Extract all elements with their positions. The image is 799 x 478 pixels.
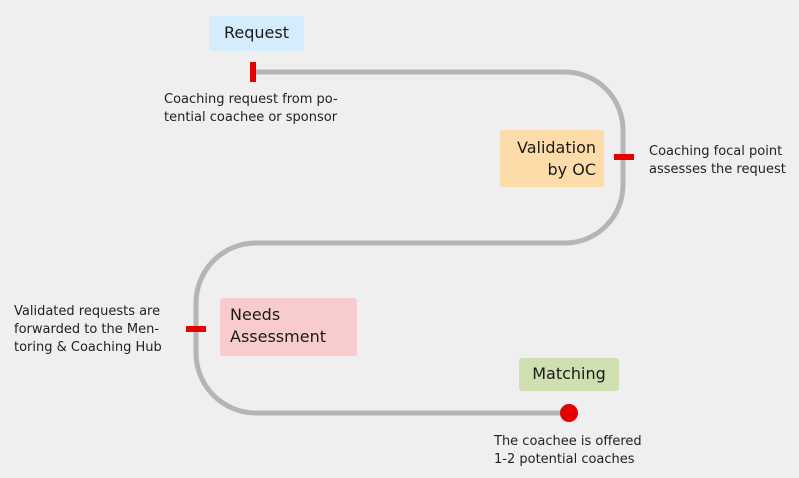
note-needs-line-2: forwarded to the Men- — [14, 322, 160, 337]
stage-needs-assessment: Needs Assessment — [220, 298, 357, 356]
stage-request: Request — [209, 16, 304, 51]
note-needs-assessment: Validated requests are forwarded to the … — [14, 303, 174, 357]
validation-marker — [614, 154, 634, 160]
note-validation-line-1: Coaching focal point — [649, 144, 783, 159]
note-matching-line-2: 1-2 potential coaches — [494, 452, 635, 467]
note-matching-line-1: The coachee is offered — [494, 434, 642, 449]
process-track-path — [193, 69, 626, 416]
note-matching: The coachee is offered 1-2 potential coa… — [494, 433, 664, 469]
note-validation-line-2: assesses the request — [649, 162, 786, 177]
note-needs-line-1: Validated requests are — [14, 304, 161, 319]
stage-request-label: Request — [224, 23, 289, 42]
matching-end-marker — [560, 404, 578, 422]
stage-needs-label-line-2: Assessment — [230, 327, 326, 346]
note-request-line-2: tential coachee or sponsor — [164, 110, 338, 125]
note-request-line-1: Coaching request from po- — [164, 92, 338, 107]
stage-validation-label-line-2: by OC — [547, 160, 596, 179]
stage-validation-label-line-1: Validation — [516, 138, 596, 157]
note-needs-line-3: toring & Coaching Hub — [14, 340, 162, 355]
needs-marker — [186, 326, 206, 332]
note-request: Coaching request from po- tential coache… — [164, 91, 364, 127]
stage-needs-label-line-1: Needs — [230, 305, 281, 324]
request-start-marker — [250, 62, 256, 82]
note-validation: Coaching focal point assesses the reques… — [649, 143, 799, 179]
stage-validation: Validation by OC — [500, 130, 604, 187]
stage-matching-label: Matching — [532, 364, 606, 383]
stage-matching: Matching — [519, 358, 619, 391]
